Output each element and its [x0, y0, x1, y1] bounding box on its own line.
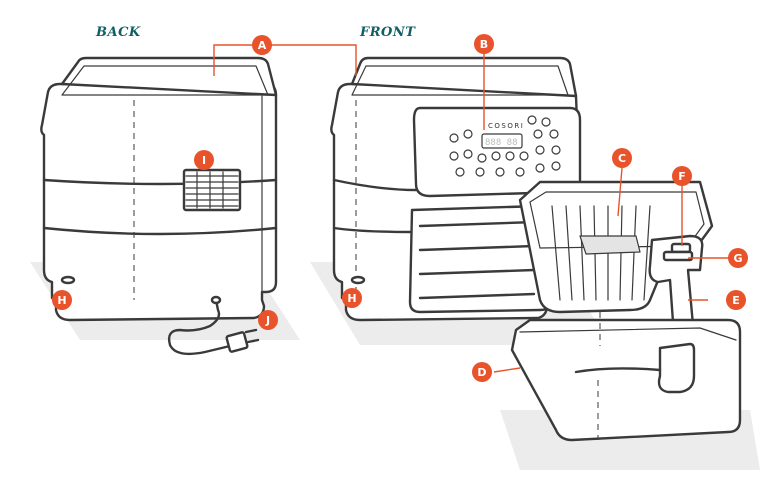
svg-text:G: G: [733, 252, 742, 265]
callout-H-back: H: [52, 290, 72, 310]
svg-text:A: A: [258, 39, 267, 52]
svg-text:H: H: [57, 294, 66, 307]
svg-text:C: C: [618, 152, 626, 165]
outer-drawer: [510, 312, 742, 442]
front-lid-panel: [351, 65, 569, 96]
power-plug: [225, 328, 260, 353]
front-cavity-rail-4: [418, 292, 536, 300]
front-band-lower: [332, 226, 414, 234]
front-cavity-rail-1: [418, 220, 538, 228]
brand-logo: COSORI: [488, 122, 524, 130]
back-vent: [182, 168, 242, 212]
svg-text:H: H: [347, 292, 356, 305]
back-view-label: BACK: [95, 25, 141, 40]
front-lid: [350, 56, 578, 98]
back-foot: [60, 275, 76, 285]
drawer-front-edge: [574, 367, 662, 374]
back-band-bottom: [42, 226, 278, 236]
back-lid-panel: [61, 65, 269, 96]
svg-text:B: B: [480, 38, 488, 51]
callout-J: J: [258, 310, 278, 330]
callout-G: G: [728, 248, 748, 268]
svg-text:F: F: [678, 170, 686, 183]
drawer-rim: [519, 327, 737, 341]
power-cord: [167, 298, 232, 356]
cord-inlet: [210, 295, 222, 305]
callout-F: F: [672, 166, 692, 186]
callout-leaders: [213, 44, 730, 373]
front-view-label: FRONT: [359, 25, 416, 40]
basket-rim: [529, 191, 705, 249]
back-band-top: [42, 178, 278, 186]
callout-D: D: [472, 362, 492, 382]
front-cavity-rail-2: [418, 244, 536, 252]
back-unit: [40, 56, 278, 356]
callout-I: I: [194, 150, 214, 170]
front-foot: [350, 275, 366, 285]
svg-text:J: J: [265, 314, 270, 327]
svg-text:D: D: [477, 366, 486, 379]
basket-mesh: [579, 235, 641, 255]
callout-B: B: [474, 34, 494, 54]
basket: [518, 180, 714, 346]
callout-A: A: [252, 35, 272, 55]
button-guard: [662, 250, 694, 262]
front-unit: COSORI 888 88: [330, 56, 582, 322]
svg-text:I: I: [202, 154, 206, 167]
drawer-handle-slot: [657, 342, 696, 394]
display-readout: 888 88: [485, 138, 518, 148]
callout-E: E: [726, 290, 746, 310]
front-cavity-rail-3: [418, 268, 536, 276]
front-band: [332, 178, 418, 192]
callout-C: C: [612, 148, 632, 168]
display: [481, 133, 523, 149]
control-buttons: [449, 115, 561, 177]
svg-text:E: E: [732, 294, 740, 307]
back-lid: [60, 56, 278, 97]
callout-H-front: H: [342, 288, 362, 308]
